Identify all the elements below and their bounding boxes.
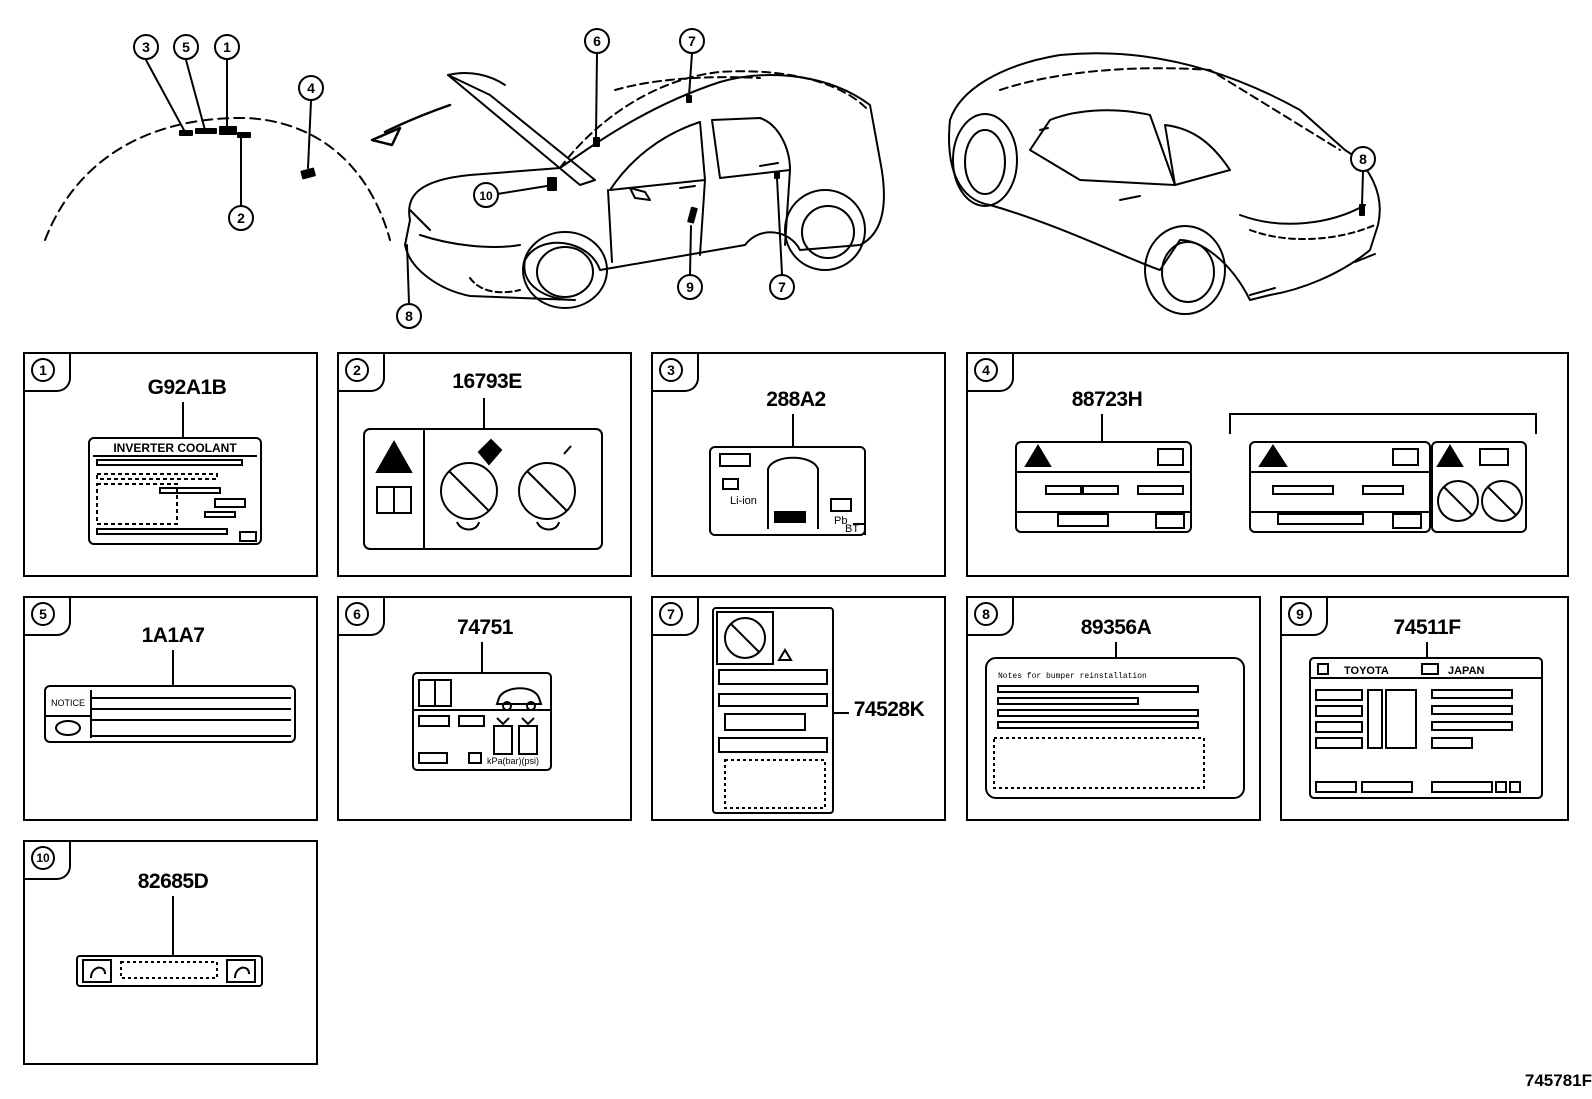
panel-tab: 7 xyxy=(651,596,699,636)
svg-text:8: 8 xyxy=(1359,151,1367,167)
callout-10: 10 xyxy=(473,182,499,208)
panel-tab: 8 xyxy=(966,596,1014,636)
caution-label-illustration xyxy=(1015,413,1537,533)
callout-7-roof: 7 xyxy=(679,28,705,54)
pb-text: Pb xyxy=(834,515,847,527)
panel-6: 6 74751 kPa(bar)(psi) xyxy=(337,596,632,821)
panel-number: 1 xyxy=(31,358,55,382)
panel-1: 1 G92A1B INVERTER COOLANT xyxy=(23,352,318,577)
vin-plate-label-illustration: TOYOTA JAPAN xyxy=(1309,642,1543,799)
callout-1: 1 xyxy=(214,34,240,60)
panel-7: 7 74528K xyxy=(651,596,946,821)
panel-3: 3 288A2 Li-ion Pb BT xyxy=(651,352,946,577)
callout-9: 9 xyxy=(677,274,703,300)
japan-text: JAPAN xyxy=(1448,665,1485,677)
view-arrow xyxy=(383,103,452,134)
panel-tab: 9 xyxy=(1280,596,1328,636)
pressure-unit-text: kPa(bar)(psi) xyxy=(487,756,539,766)
panel-number: 9 xyxy=(1288,602,1312,626)
part-number: 82685D xyxy=(137,870,209,893)
part-number: 1A1A7 xyxy=(141,624,205,647)
callout-8-front: 8 xyxy=(396,303,422,329)
svg-text:6: 6 xyxy=(593,33,601,49)
vehicle-location-diagram: 3 5 1 4 2 6 7 10 9 7 8 8 xyxy=(44,28,1381,329)
panel-number: 5 xyxy=(31,602,55,626)
panel-tab: 4 xyxy=(966,352,1014,392)
svg-text:3: 3 xyxy=(142,39,150,55)
svg-text:8: 8 xyxy=(405,308,413,324)
callout-6: 6 xyxy=(584,28,610,54)
svg-text:7: 7 xyxy=(778,279,786,295)
panel-number: 7 xyxy=(659,602,683,626)
notice-text: NOTICE xyxy=(51,698,85,708)
panel-10: 10 82685D xyxy=(23,840,318,1065)
hood-latch-label-illustration xyxy=(76,896,263,987)
callout-7-door: 7 xyxy=(769,274,795,300)
battery-label-illustration: Li-ion Pb BT xyxy=(709,414,866,536)
svg-text:4: 4 xyxy=(307,80,315,96)
coolant-label-heading: INVERTER COOLANT xyxy=(113,441,237,455)
part-number: G92A1B xyxy=(147,376,227,399)
panel-5: 5 1A1A7 NOTICE xyxy=(23,596,318,821)
callout-5: 5 xyxy=(173,34,199,60)
part-number: 16793E xyxy=(452,370,522,393)
bumper-label-illustration: Notes for bumper reinstallation xyxy=(985,642,1245,799)
panel-tab: 2 xyxy=(337,352,385,392)
svg-text:5: 5 xyxy=(182,39,190,55)
bumper-notes-text: Notes for bumper reinstallation xyxy=(998,672,1147,681)
panel-tab: 3 xyxy=(651,352,699,392)
callout-8-rear: 8 xyxy=(1350,146,1376,172)
panel-tab: 1 xyxy=(23,352,71,392)
svg-text:7: 7 xyxy=(688,33,696,49)
svg-text:2: 2 xyxy=(237,210,245,226)
svg-text:10: 10 xyxy=(479,189,493,203)
hood-arc xyxy=(44,117,391,241)
panel-tab: 5 xyxy=(23,596,71,636)
callout-circles: 3 5 1 4 2 6 7 10 9 7 8 8 xyxy=(133,28,1376,329)
front-car-outline xyxy=(404,70,885,309)
panel-4: 4 88723H xyxy=(966,352,1569,577)
panel-number: 8 xyxy=(974,602,998,626)
coolant-label-illustration: INVERTER COOLANT xyxy=(88,402,262,545)
callout-3: 3 xyxy=(133,34,159,60)
panel-8: 8 89356A Notes for bumper reinstallation xyxy=(966,596,1261,821)
tire-pressure-label-illustration: kPa(bar)(psi) xyxy=(412,642,552,771)
panel-number: 2 xyxy=(345,358,369,382)
part-number: 74751 xyxy=(457,616,513,639)
no-hand-label-illustration xyxy=(712,607,849,814)
toyota-text: TOYOTA xyxy=(1344,665,1389,677)
notice-label-illustration: NOTICE xyxy=(44,650,296,743)
panel-number: 3 xyxy=(659,358,683,382)
part-number: 74528K xyxy=(853,698,925,721)
panel-tab: 6 xyxy=(337,596,385,636)
part-number: 89356A xyxy=(1080,616,1152,639)
panel-tab: 10 xyxy=(23,840,71,880)
warning-label-illustration xyxy=(363,398,603,550)
panel-number: 6 xyxy=(345,602,369,626)
li-ion-text: Li-ion xyxy=(730,495,757,507)
svg-text:9: 9 xyxy=(686,279,694,295)
callout-4: 4 xyxy=(298,75,324,101)
panel-number: 10 xyxy=(31,846,55,870)
panel-9: 9 74511F TOYOTA JAPAN xyxy=(1280,596,1569,821)
svg-text:1: 1 xyxy=(223,39,231,55)
figure-code: 745781F xyxy=(1524,1071,1592,1090)
part-number: 88723H xyxy=(1071,388,1143,411)
rear-car-outline xyxy=(948,52,1381,315)
callout-2: 2 xyxy=(228,205,254,231)
part-number: 288A2 xyxy=(766,388,826,411)
bt-text: BT xyxy=(845,523,859,535)
panel-number: 4 xyxy=(974,358,998,382)
panel-2: 2 16793E xyxy=(337,352,632,577)
part-number: 74511F xyxy=(1393,616,1461,639)
